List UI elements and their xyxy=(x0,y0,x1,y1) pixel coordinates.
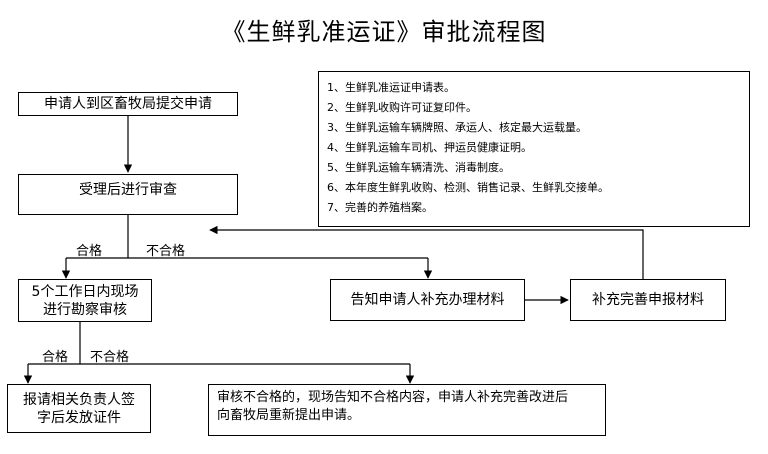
pass-label-1: 合格 xyxy=(76,244,103,259)
fail-label-2: 不合格 xyxy=(90,350,130,365)
requirement-item: 6、本年度生鲜乳收购、检测、销售记录、生鲜乳交接单。 xyxy=(327,181,609,194)
apply-node-label: 申请人到区畜牧局提交申请 xyxy=(44,96,212,112)
supplement-node-label: 补充完善申报材料 xyxy=(592,292,704,308)
supplement-node: 补充完善申报材料 xyxy=(570,279,726,321)
inspect-node-line2: 进行勘察审核 xyxy=(43,301,127,318)
issue-node-line1: 报请相关负责人签 xyxy=(23,391,135,408)
accept-node-label: 受理后进行审查 xyxy=(79,182,177,198)
arrow-supplement-to-accept xyxy=(209,225,644,279)
fail-label-1: 不合格 xyxy=(146,244,186,259)
fail-note-node: 审核不合格的，现场告知不合格内容，申请人补充完善改进后 向畜牧局重新提出申请。 xyxy=(208,384,606,436)
fail-note-line2: 向畜牧局重新提出申请。 xyxy=(217,408,361,423)
requirement-item: 1、生鲜乳准运证申请表。 xyxy=(327,81,455,94)
requirements-list: 1、生鲜乳准运证申请表。 2、生鲜乳收购许可证复印件。 3、生鲜乳运输车辆牌照、… xyxy=(318,71,750,227)
issue-node: 报请相关负责人签 字后发放证件 xyxy=(7,384,151,433)
requirement-item: 4、生鲜乳运输车司机、押运员健康证明。 xyxy=(327,141,532,154)
apply-node: 申请人到区畜牧局提交申请 xyxy=(18,92,238,116)
notify-node: 告知申请人补充办理材料 xyxy=(330,279,525,321)
requirement-item: 7、完善的养殖档案。 xyxy=(327,201,433,214)
page-title: 《生鲜乳准运证》审批流程图 xyxy=(221,18,547,46)
requirement-item: 3、生鲜乳运输车辆牌照、承运人、核定最大运载量。 xyxy=(327,121,587,134)
accept-node: 受理后进行审查 xyxy=(18,174,238,215)
fail-note-line1: 审核不合格的，现场告知不合格内容，申请人补充完善改进后 xyxy=(217,390,569,405)
inspect-node: 5个工作日内现场 进行勘察审核 xyxy=(18,279,152,322)
requirement-item: 2、生鲜乳收购许可证复印件。 xyxy=(327,101,477,114)
notify-node-label: 告知申请人补充办理材料 xyxy=(350,292,505,308)
requirement-item: 5、生鲜乳运输车辆清洗、消毒制度。 xyxy=(327,161,510,174)
pass-label-2: 合格 xyxy=(42,350,69,365)
issue-node-line2: 字后发放证件 xyxy=(37,409,121,426)
inspect-node-line1: 5个工作日内现场 xyxy=(31,283,139,300)
